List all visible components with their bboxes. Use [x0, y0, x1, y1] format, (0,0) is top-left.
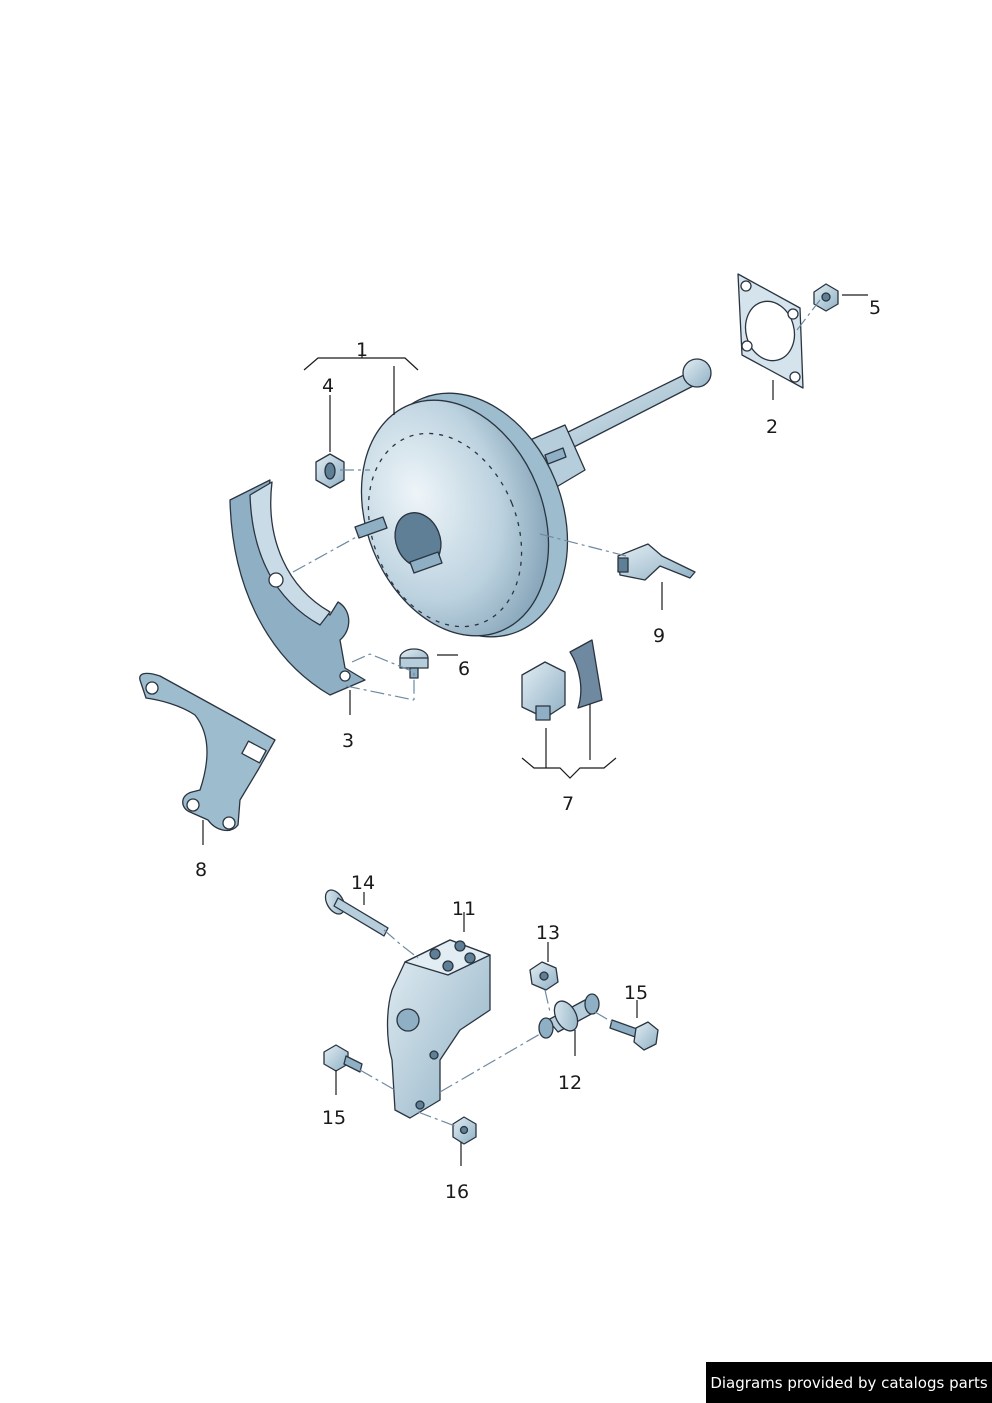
callout-14: 14	[350, 872, 376, 894]
heat-shield	[229, 479, 366, 696]
callout-6: 6	[457, 658, 471, 680]
callout-15-right: 15	[623, 982, 649, 1004]
callout-9: 9	[652, 625, 666, 647]
nut-13	[529, 961, 559, 991]
callout-7: 7	[561, 793, 575, 815]
callout-1: 1	[355, 339, 369, 361]
callout-12: 12	[557, 1072, 583, 1094]
callout-11: 11	[451, 898, 477, 920]
callout-5: 5	[868, 297, 882, 319]
bushing-12	[538, 993, 600, 1039]
footer-credit: Diagrams provided by catalogs parts	[706, 1362, 992, 1403]
brake-booster	[354, 358, 712, 638]
callout-3: 3	[341, 730, 355, 752]
nut-16	[452, 1116, 477, 1145]
callout-16: 16	[444, 1181, 470, 1203]
bolt-15-right	[609, 1019, 659, 1051]
callout-15-left: 15	[321, 1107, 347, 1129]
leader-lines	[202, 294, 868, 1166]
nut-5	[813, 283, 839, 312]
bracket-8	[139, 672, 276, 832]
callout-2: 2	[765, 416, 779, 438]
vacuum-sensor	[521, 639, 603, 721]
nut-4	[315, 453, 345, 489]
bolt-14	[324, 889, 389, 937]
callout-4: 4	[321, 375, 335, 397]
assembly-lines	[292, 299, 821, 1127]
bolt-15-left	[323, 1044, 363, 1073]
callout-8: 8	[194, 859, 208, 881]
mounting-bracket-11	[386, 939, 491, 1119]
gasket	[737, 273, 804, 389]
callout-13: 13	[535, 922, 561, 944]
clip-9	[617, 543, 696, 581]
